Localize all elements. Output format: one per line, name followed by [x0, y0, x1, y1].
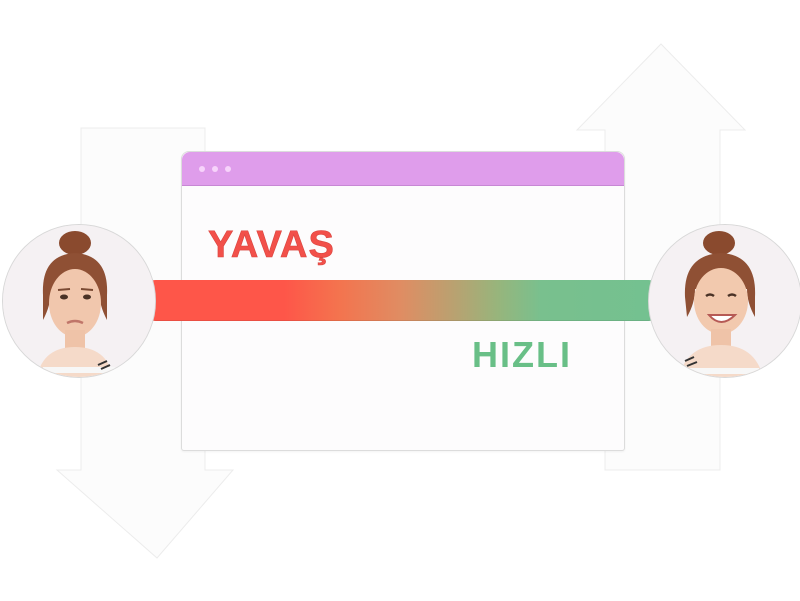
happy-face-icon: [649, 225, 800, 377]
window-dot-icon: [212, 166, 218, 172]
avatar-unhappy: [2, 224, 156, 378]
speed-gradient-bar: [135, 280, 669, 321]
unhappy-face-icon: [3, 225, 155, 377]
slow-label: YAVAŞ: [208, 224, 335, 267]
avatar-happy: [648, 224, 800, 378]
browser-title-bar: [182, 152, 624, 186]
window-dot-icon: [199, 166, 205, 172]
window-dot-icon: [225, 166, 231, 172]
fast-label: HIZLI: [472, 334, 572, 375]
